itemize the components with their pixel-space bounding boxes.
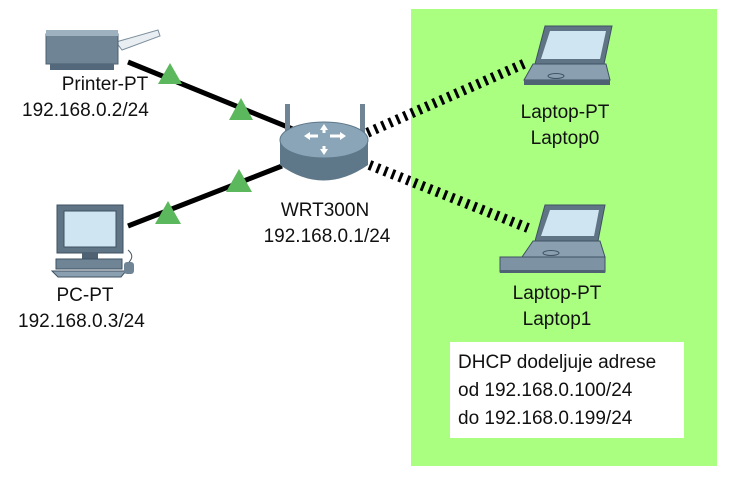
printer-ip-label: 192.168.0.2/24: [22, 100, 149, 121]
link-status-up-icon: [226, 169, 252, 192]
laptop-icon[interactable]: [523, 25, 613, 85]
link-pc-router: [127, 163, 283, 229]
wireless-link-laptop1: [360, 157, 530, 233]
wireless-router-icon[interactable]: [279, 104, 369, 181]
link-status-up-icon: [229, 98, 253, 120]
printer-type-label: Printer-PT: [61, 74, 149, 95]
router-type-label: WRT300N: [280, 200, 370, 221]
wireless-link-laptop0: [357, 57, 531, 141]
laptop1-type-label: Laptop-PT: [512, 283, 602, 304]
link-printer-router: [127, 59, 301, 135]
laptop0-name-label: Laptop0: [530, 128, 600, 149]
pc-type-label: PC-PT: [56, 285, 114, 306]
dhcp-note-line-2: od 192.168.0.100/24: [458, 380, 633, 401]
link-status-up-icon: [158, 63, 182, 84]
laptop-icon[interactable]: [499, 204, 606, 273]
link-status-up-icon: [155, 201, 181, 224]
router-ip-label: 192.168.0.1/24: [263, 226, 391, 247]
dhcp-note: DHCP dodeljuje adrese od 192.168.0.100/2…: [450, 342, 684, 438]
laptop1-name-label: Laptop1: [522, 309, 592, 330]
printer-icon[interactable]: [45, 29, 161, 70]
laptop0-type-label: Laptop-PT: [520, 102, 610, 123]
dhcp-note-line-3: do 192.168.0.199/24: [458, 408, 633, 429]
desktop-pc-icon[interactable]: [50, 204, 134, 278]
pc-ip-label: 192.168.0.3/24: [18, 311, 145, 332]
dhcp-note-line-1: DHCP dodeljuje adrese: [458, 352, 657, 373]
